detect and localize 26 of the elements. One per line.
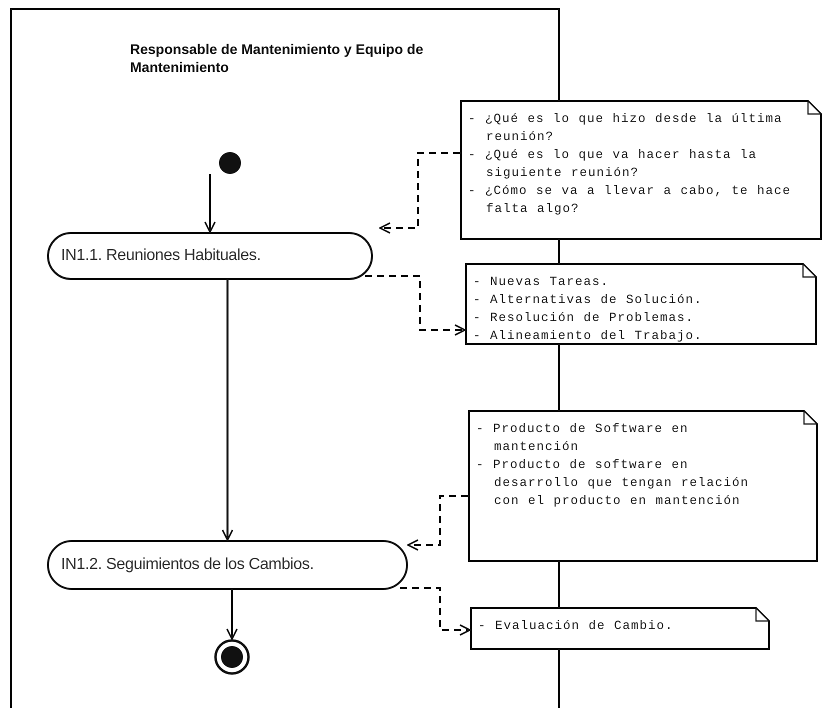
note-item: - Alternativas de Solución.	[473, 292, 704, 309]
note	[465, 263, 817, 345]
dashed-arrow	[379, 152, 460, 234]
note	[460, 100, 822, 240]
note-item: - Resolución de Problemas.	[473, 310, 696, 327]
note-item: - Producto de software en desarrollo que tengan relación con el producto en mantención	[476, 457, 750, 510]
note-item: - Evaluación de Cambio.	[478, 618, 675, 635]
note-item: - Producto de Software en mantención	[476, 421, 690, 456]
initial-node	[219, 152, 241, 174]
note-item: - Alineamiento del Trabajo.	[473, 328, 704, 345]
action-state: IN1.1. Reuniones Habituales.	[47, 232, 373, 280]
note	[470, 607, 770, 650]
arrow	[222, 280, 234, 541]
dashed-arrow	[400, 587, 471, 636]
dashed-arrow	[407, 495, 468, 551]
note-item: - Nuevas Tareas.	[473, 274, 610, 291]
arrow	[226, 590, 238, 640]
note-item: - ¿Qué es lo que va hacer hasta la siguiente reunión?	[468, 147, 758, 182]
dashed-arrow	[365, 275, 466, 336]
note-item: - ¿Cómo se va a llevar a cabo, te hace falta algo?	[468, 183, 792, 218]
lane-title: Responsable de Mantenimiento y Equipo de Mantenimiento	[130, 40, 424, 76]
action-state: IN1.2. Seguimientos de los Cambios.	[47, 540, 408, 590]
arrow	[204, 174, 216, 233]
note-item: - ¿Qué es lo que hizo desde la última reunión?	[468, 111, 784, 146]
note	[468, 410, 818, 562]
final-node	[214, 639, 250, 675]
